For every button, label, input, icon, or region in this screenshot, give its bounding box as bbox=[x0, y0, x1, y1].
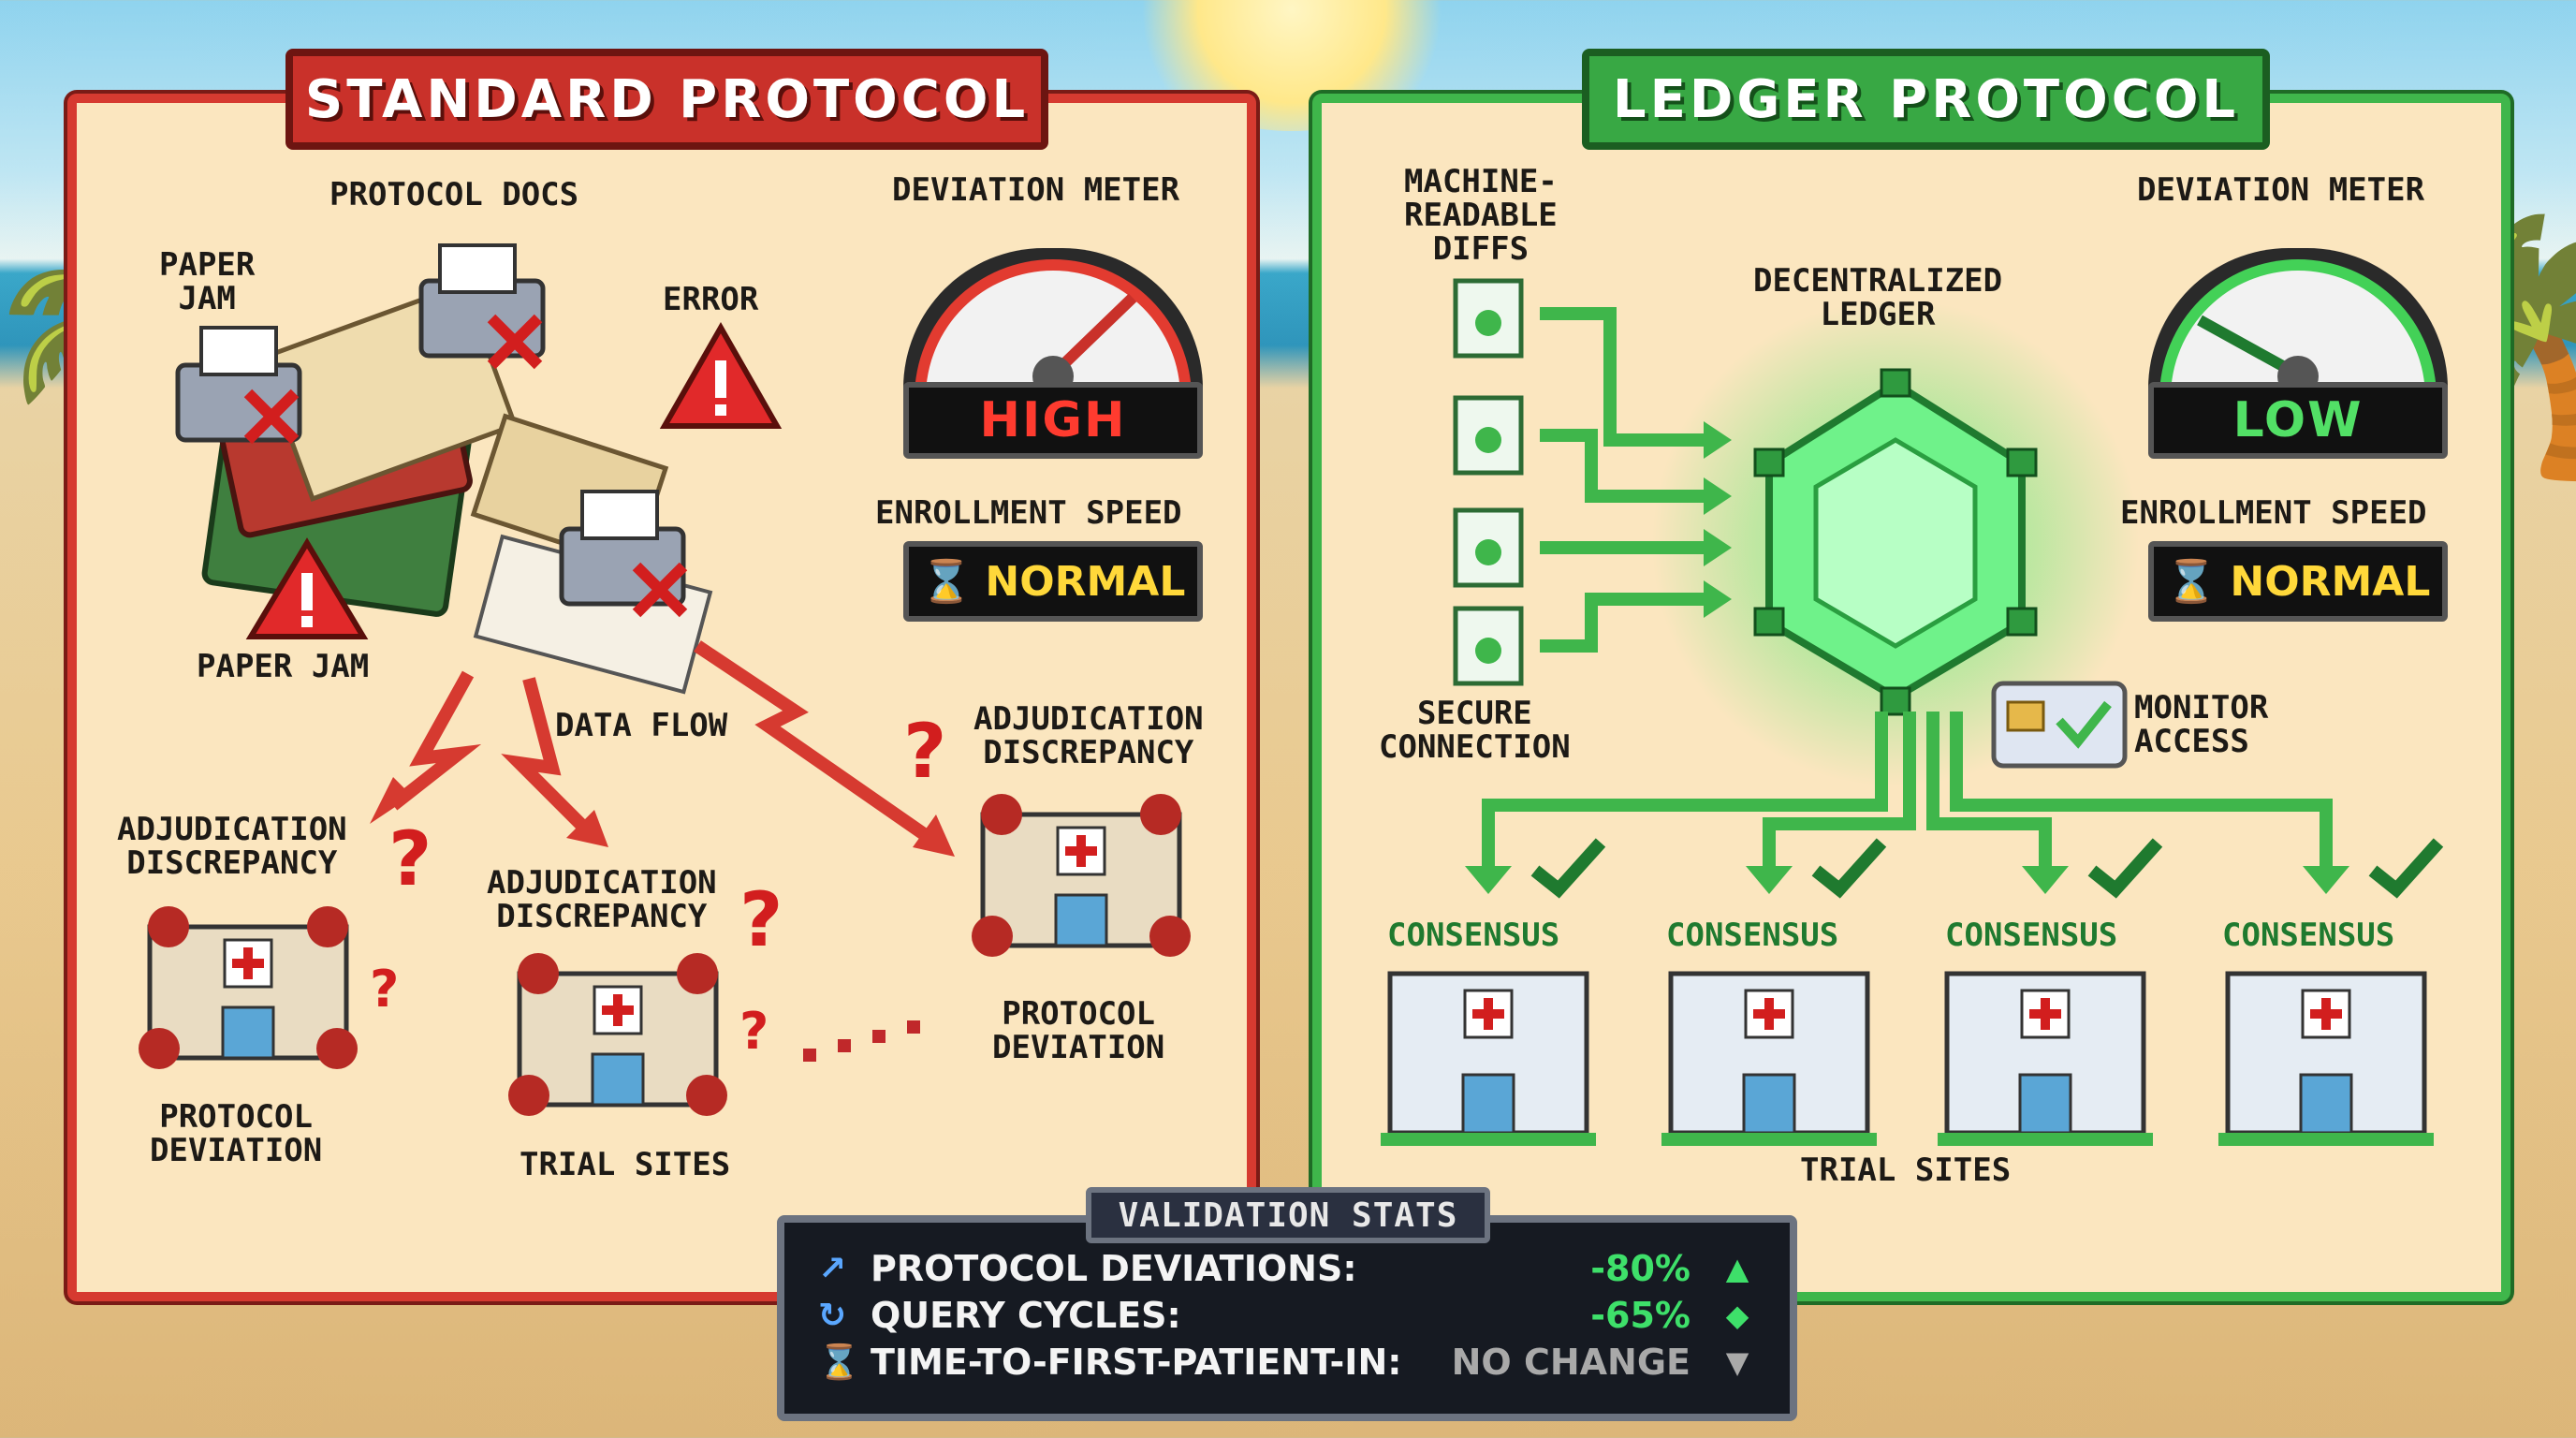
cycle-icon: ↻ bbox=[818, 1296, 847, 1335]
enrollment-speed-value-standard: NORMAL bbox=[985, 557, 1186, 606]
trial-sites-label-standard: TRIAL SITES bbox=[520, 1146, 731, 1183]
ledger-crystal-icon bbox=[1765, 379, 2026, 702]
hospital-bugged-icon bbox=[139, 906, 358, 1069]
adjudication-discrepancy-right: ADJUDICATION DISCREPANCY bbox=[973, 700, 1204, 771]
protocol-deviation-left: PROTOCOL DEVIATION bbox=[150, 1098, 323, 1169]
diff-document-icon bbox=[1453, 395, 1524, 476]
svg-text:?: ? bbox=[903, 708, 946, 795]
hospital-icon bbox=[1938, 971, 2153, 1146]
printer-jam-icon bbox=[418, 243, 546, 370]
decentralized-ledger-label: DECENTRALIZED LEDGER bbox=[1753, 262, 2003, 333]
hourglass-icon: ⌛ bbox=[2165, 558, 2217, 606]
warning-icon bbox=[245, 537, 369, 639]
consensus-label-4: CONSENSUS bbox=[2222, 917, 2395, 954]
stat-row: ↻ QUERY CYCLES: -65% ◆ bbox=[818, 1292, 1756, 1339]
consensus-label-2: CONSENSUS bbox=[1666, 917, 1839, 954]
diff-document-icon bbox=[1453, 606, 1524, 686]
stat-row: ↗ PROTOCOL DEVIATIONS: -80% ▲ bbox=[818, 1245, 1756, 1292]
deviation-readout-standard: HIGH bbox=[903, 382, 1203, 459]
protocol-docs-label: PROTOCOL DOCS bbox=[329, 176, 579, 213]
warning-icon bbox=[659, 321, 783, 429]
hourglass-icon: ⌛ bbox=[818, 1343, 860, 1382]
deviation-readout-ledger: LOW bbox=[2148, 382, 2448, 459]
stat-label: PROTOCOL DEVIATIONS: bbox=[871, 1248, 1357, 1289]
hospital-icon bbox=[1661, 971, 1877, 1146]
enrollment-speed-label-ledger: ENROLLMENT SPEED bbox=[2120, 494, 2427, 532]
stat-value: NO CHANGE bbox=[1451, 1342, 1690, 1383]
stat-label: QUERY CYCLES: bbox=[871, 1295, 1181, 1336]
paper-jam-bottom-label: PAPER JAM bbox=[197, 648, 370, 685]
up-down-arrow-icon: ◆ bbox=[1725, 1298, 1749, 1333]
svg-text:?: ? bbox=[388, 815, 432, 902]
standard-protocol-banner: STANDARD PROTOCOL bbox=[285, 49, 1048, 150]
svg-text:?: ? bbox=[739, 876, 783, 963]
printer-jam-icon bbox=[559, 490, 688, 618]
monitor-access-label: MONITOR ACCESS bbox=[2134, 689, 2269, 760]
hospital-icon bbox=[2218, 971, 2434, 1146]
up-arrow-icon: ▲ bbox=[1725, 1251, 1749, 1286]
machine-readable-diffs-label: MACHINE- READABLE DIFFS bbox=[1404, 163, 1558, 268]
stat-value: -80% bbox=[1590, 1248, 1690, 1289]
down-arrow-icon: ▼ bbox=[1725, 1344, 1749, 1380]
hospital-icon bbox=[1381, 971, 1596, 1146]
monitor-access-card-icon bbox=[1991, 681, 2128, 769]
validation-stats-panel: ↗ PROTOCOL DEVIATIONS: -80% ▲ ↻ QUERY CY… bbox=[777, 1215, 1797, 1421]
hospital-bugged-icon bbox=[508, 953, 727, 1116]
error-label: ERROR bbox=[663, 281, 759, 318]
adjudication-discrepancy-mid: ADJUDICATION DISCREPANCY bbox=[487, 864, 717, 935]
adjudication-discrepancy-left: ADJUDICATION DISCREPANCY bbox=[117, 811, 347, 882]
document-pile-icon bbox=[201, 281, 713, 695]
enrollment-speed-standard: ⌛ NORMAL bbox=[903, 541, 1203, 622]
consensus-label-1: CONSENSUS bbox=[1387, 917, 1560, 954]
trial-sites-label-ledger: TRIAL SITES bbox=[1800, 1152, 2012, 1189]
padlock-icon bbox=[1753, 368, 2038, 716]
enrollment-speed-value-ledger: NORMAL bbox=[2230, 557, 2431, 606]
data-flow-label: DATA FLOW bbox=[555, 707, 728, 744]
svg-text:?: ? bbox=[370, 960, 399, 1019]
diff-document-icon bbox=[1453, 278, 1524, 359]
stat-label: TIME-TO-FIRST-PATIENT-IN: bbox=[871, 1342, 1402, 1383]
svg-text:?: ? bbox=[739, 1002, 768, 1061]
enrollment-speed-label-standard: ENROLLMENT SPEED bbox=[875, 494, 1182, 532]
deviation-meter-label-ledger: DEVIATION METER bbox=[2137, 171, 2425, 209]
trend-icon: ↗ bbox=[818, 1249, 847, 1288]
stat-value: -65% bbox=[1590, 1295, 1690, 1336]
enrollment-speed-ledger: ⌛ NORMAL bbox=[2148, 541, 2448, 622]
hourglass-icon: ⌛ bbox=[920, 558, 973, 606]
printer-jam-icon bbox=[175, 326, 302, 445]
ledger-protocol-banner: LEDGER PROTOCOL bbox=[1582, 49, 2270, 150]
paper-jam-top-label: PAPER JAM bbox=[159, 246, 256, 317]
protocol-deviation-right: PROTOCOL DEVIATION bbox=[992, 995, 1165, 1066]
validation-stats-title: VALIDATION STATS bbox=[1086, 1187, 1490, 1243]
deviation-meter-label-standard: DEVIATION METER bbox=[892, 171, 1180, 209]
hospital-bugged-icon bbox=[972, 794, 1191, 957]
consensus-label-3: CONSENSUS bbox=[1945, 917, 2118, 954]
diff-document-icon bbox=[1453, 507, 1524, 588]
secure-connection-label: SECURE CONNECTION bbox=[1379, 695, 1571, 766]
stat-row: ⌛ TIME-TO-FIRST-PATIENT-IN: NO CHANGE ▼ bbox=[818, 1339, 1756, 1386]
